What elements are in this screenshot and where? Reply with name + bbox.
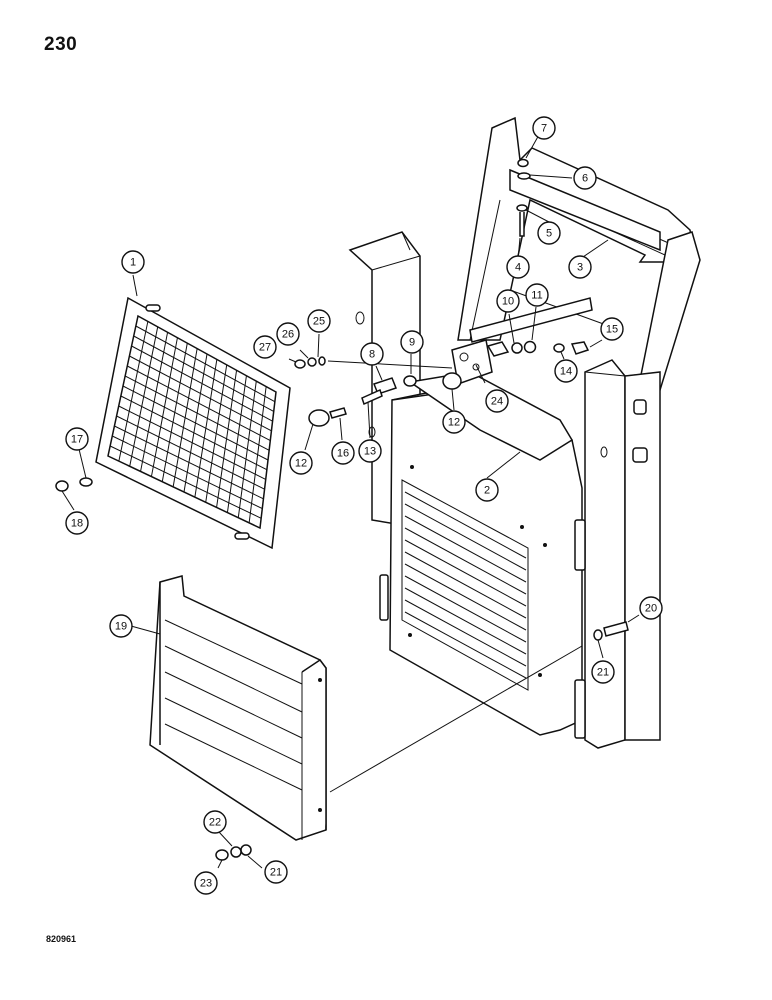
callout-8: 8 <box>360 342 384 366</box>
front-grille <box>95 296 291 550</box>
callout-13: 13 <box>358 439 382 463</box>
callout-label: 20 <box>645 603 657 615</box>
callout-12: 12 <box>442 410 466 434</box>
callout-label: 7 <box>541 123 547 135</box>
page-number: 230 <box>44 34 78 55</box>
callout-19: 19 <box>109 614 133 638</box>
callout-label: 18 <box>71 518 83 530</box>
callout-label: 21 <box>597 667 609 679</box>
callout-label: 13 <box>364 446 376 458</box>
callout-label: 2 <box>484 485 490 497</box>
callout-label: 17 <box>71 434 83 446</box>
callout-label: 15 <box>606 324 618 336</box>
callout-label: 26 <box>282 329 294 341</box>
callout-label: 12 <box>448 417 460 429</box>
callout-14: 14 <box>554 359 578 383</box>
callout-3: 3 <box>568 255 592 279</box>
callout-label: 16 <box>337 448 349 460</box>
callout-4: 4 <box>506 255 530 279</box>
callout-9: 9 <box>400 330 424 354</box>
callout-21: 21 <box>264 860 288 884</box>
hardware-pieces <box>55 158 629 861</box>
callout-23: 23 <box>194 871 218 895</box>
callout-16: 16 <box>331 441 355 465</box>
callout-27: 27 <box>253 335 277 359</box>
callout-label: 9 <box>409 337 415 349</box>
callout-label: 11 <box>531 290 542 302</box>
callout-6: 6 <box>573 166 597 190</box>
callout-7: 7 <box>532 116 556 140</box>
callout-12: 12 <box>289 451 313 475</box>
callout-label: 6 <box>582 173 588 185</box>
lower-louver-panel <box>149 575 327 841</box>
callout-label: 5 <box>546 228 552 240</box>
callout-21: 21 <box>591 660 615 684</box>
callout-5: 5 <box>537 221 561 245</box>
callout-label: 19 <box>115 621 127 633</box>
callout-label: 1 <box>130 257 136 269</box>
callout-label: 23 <box>200 878 212 890</box>
callout-label: 27 <box>259 342 271 354</box>
callout-22: 22 <box>203 810 227 834</box>
callout-17: 17 <box>65 427 89 451</box>
callout-label: 25 <box>313 316 325 328</box>
callout-label: 22 <box>209 817 221 829</box>
callout-26: 26 <box>276 322 300 346</box>
grille-door <box>379 371 586 739</box>
callout-label: 4 <box>515 262 521 274</box>
callout-1: 1 <box>121 250 145 274</box>
callout-15: 15 <box>600 317 624 341</box>
callout-label: 8 <box>369 349 375 361</box>
callout-label: 24 <box>491 396 503 408</box>
callout-label: 12 <box>295 458 307 470</box>
callout-24: 24 <box>485 389 509 413</box>
callout-11: 11 <box>525 283 549 307</box>
callout-20: 20 <box>639 596 663 620</box>
callout-25: 25 <box>307 309 331 333</box>
latch-bracket <box>451 339 510 386</box>
callout-label: 10 <box>502 296 514 308</box>
callout-2: 2 <box>475 478 499 502</box>
callout-18: 18 <box>65 511 89 535</box>
callout-10: 10 <box>496 289 520 313</box>
callout-label: 3 <box>577 262 583 274</box>
callout-label: 14 <box>560 366 572 378</box>
drawing-code: 820961 <box>46 934 77 944</box>
callout-label: 21 <box>270 867 282 879</box>
